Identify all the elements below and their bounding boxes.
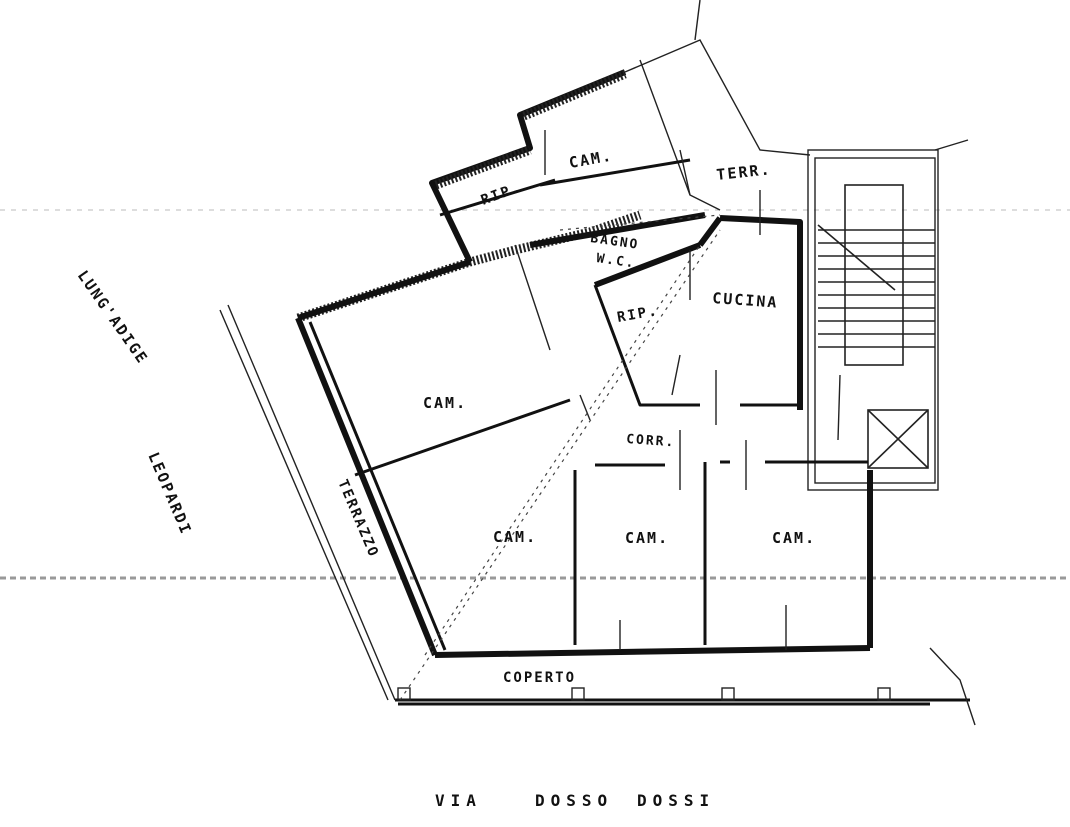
section-lines — [399, 214, 721, 701]
terrace-outer-edge-2 — [219, 309, 389, 701]
room-label-corr: CORR. — [626, 432, 676, 450]
coperto-posts — [397, 647, 976, 726]
upper-wing-wall — [429, 69, 627, 264]
cam-big-south-wall — [354, 398, 571, 477]
street-label-dosso: DOSSO — [535, 791, 613, 810]
bagno-bottom-wall — [593, 242, 702, 288]
stair-top-right — [934, 139, 969, 151]
room-label-cam-br: CAM. — [772, 529, 816, 547]
west-wall — [295, 316, 438, 657]
outer-walls — [219, 69, 970, 706]
street-label-dossi: DOSSI — [637, 791, 715, 810]
cam-big-north-tick — [514, 244, 551, 351]
lift-shaft — [867, 409, 929, 469]
rip-mid-door — [671, 354, 681, 396]
terrace-rail — [639, 59, 721, 211]
stair-arrow — [817, 224, 896, 291]
room-label-coperto: COPERTO — [503, 670, 576, 686]
room-label-cam-bl: CAM. — [493, 528, 537, 546]
room-label-cucina: CUCINA — [712, 289, 779, 312]
cam-big-door — [579, 394, 591, 421]
kitchen-north-corner — [697, 216, 723, 247]
stair-outline — [807, 149, 939, 491]
terr-door — [679, 149, 691, 196]
north-wall — [297, 259, 471, 321]
kitchen-block — [593, 190, 803, 425]
stair-door — [837, 374, 841, 441]
partitions — [354, 244, 868, 650]
street-label-via: VIA — [435, 791, 482, 810]
rip-top-wall — [439, 178, 556, 217]
terrace-outer-edge — [227, 304, 396, 701]
room-label-terr-top: TERR. — [716, 160, 773, 184]
room-label-wc: W.C. — [595, 251, 636, 271]
room-label-terrazzo: TERRAZZO — [334, 477, 381, 560]
terrace-top-tick — [694, 0, 701, 41]
stair-well — [807, 139, 969, 648]
section-line-1 — [399, 229, 721, 701]
rip-mid-wall — [593, 284, 700, 407]
south-wall — [434, 645, 871, 658]
section-line-3 — [559, 214, 721, 231]
kitchen-east-wall — [719, 215, 803, 410]
room-label-cam-bm: CAM. — [625, 529, 669, 547]
upper-wing — [439, 0, 811, 288]
room-label-cam-big: CAM. — [423, 394, 467, 412]
room-label-rip-top: RIP. — [479, 179, 524, 208]
terrace-top-outline — [624, 39, 811, 156]
bagno-top-wall — [529, 212, 706, 248]
upper-wing-wall-hatch — [434, 145, 532, 190]
room-label-bagno: BAGNO — [589, 231, 640, 253]
coperto-east-edge — [929, 647, 976, 726]
cam-top-bottom-wall — [539, 158, 691, 187]
stair-core — [844, 184, 904, 366]
street-label-leopardi: LEOPARDI — [144, 450, 195, 538]
west-wall-inner — [308, 321, 447, 651]
section-line-2 — [424, 244, 701, 656]
street-label-lungadige: LUNG'ADIGE — [74, 267, 152, 368]
room-label-cam-top: CAM. — [568, 147, 615, 172]
room-label-rip-mid: RIP. — [616, 303, 660, 326]
